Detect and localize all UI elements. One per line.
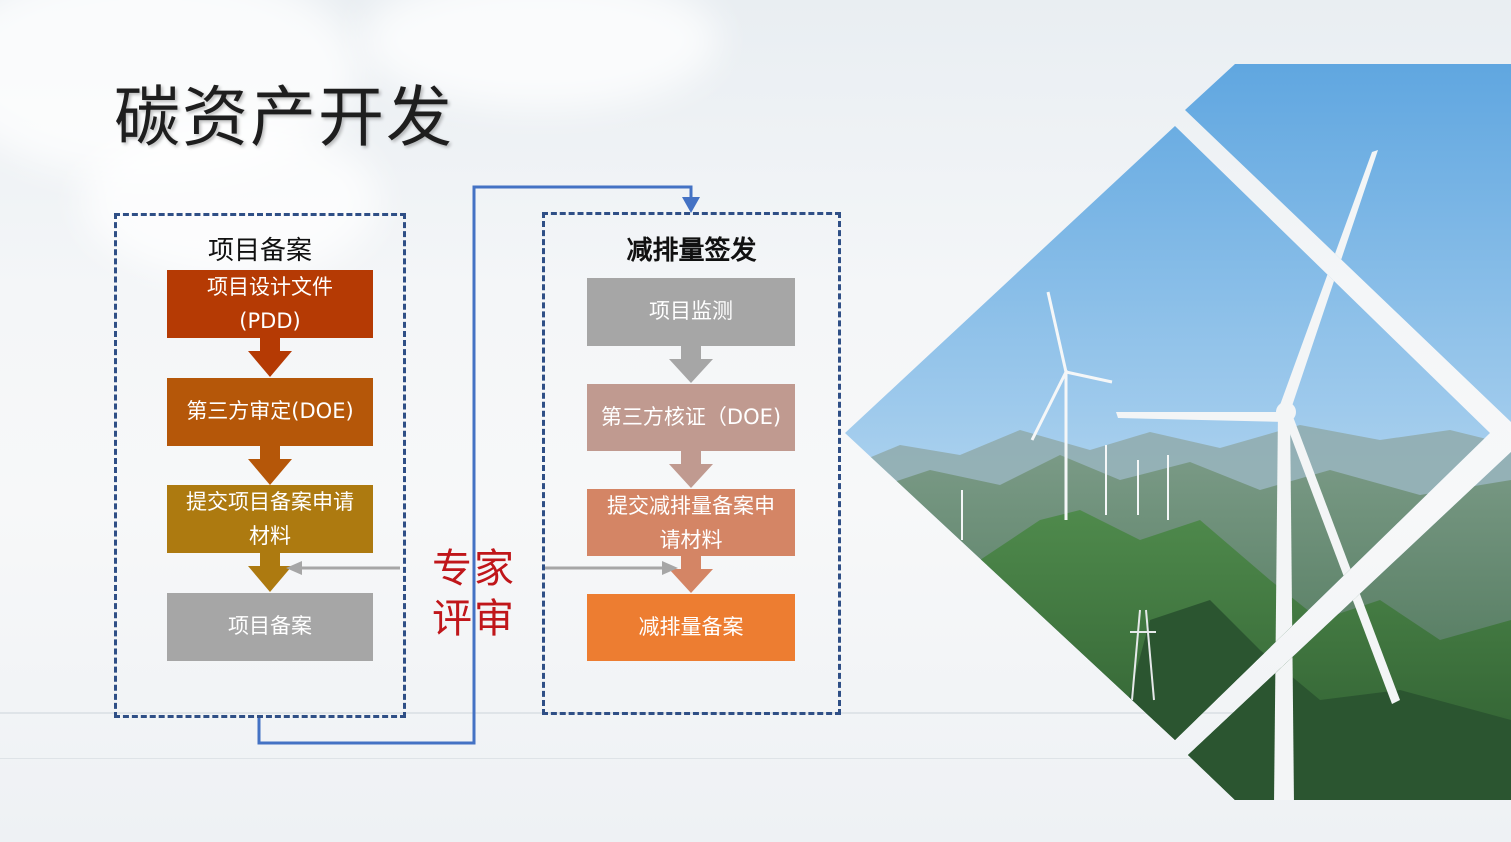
floor-line <box>0 758 1511 759</box>
step-reduction-registered-label: 减排量备案 <box>638 614 744 639</box>
step-pdd-label: 项目设计文件(PDD) <box>207 275 333 333</box>
step-monitoring-label: 项目监测 <box>649 299 733 324</box>
flow-arrow <box>669 569 713 593</box>
step-pdd: 项目设计文件(PDD) <box>167 270 373 338</box>
step-submit-reduction-label: 提交减排量备案申请材料 <box>607 493 775 552</box>
flow-arrow <box>260 338 280 352</box>
arrowhead <box>662 561 678 575</box>
flow-arrow <box>669 464 713 488</box>
step-verification: 第三方核证（DOE) <box>587 384 795 451</box>
arrowhead <box>286 561 302 575</box>
flow-arrow <box>681 451 701 465</box>
flow-arrow <box>260 446 280 460</box>
emission-reduction-issuance-panel <box>542 212 841 715</box>
cloud-decoration <box>80 120 380 280</box>
step-project-registered: 项目备案 <box>167 593 373 661</box>
flow-arrow <box>260 553 280 567</box>
flow-connector <box>257 185 693 745</box>
connector-arrowhead <box>682 197 700 213</box>
flow-arrow <box>669 359 713 383</box>
flow-arrow <box>248 351 292 377</box>
flow-arrow <box>248 459 292 485</box>
step-validation-label: 第三方审定(DOE) <box>186 399 354 424</box>
step-validation: 第三方审定(DOE) <box>167 378 373 446</box>
step-submit-reduction: 提交减排量备案申请材料 <box>587 489 795 556</box>
step-monitoring: 项目监测 <box>587 278 795 346</box>
step-submit-registration: 提交项目备案申请材料 <box>167 485 373 553</box>
step-verification-label: 第三方核证（DOE) <box>600 404 782 429</box>
project-registration-panel <box>114 213 406 718</box>
page-title: 碳资产开发 <box>114 79 454 156</box>
project-registration-heading: 项目备案 <box>207 236 312 266</box>
flow-arrow <box>248 566 292 592</box>
expert-review-label: 专家评审 <box>432 546 516 642</box>
flow-arrow <box>681 556 701 570</box>
step-reduction-registered: 减排量备案 <box>587 594 795 661</box>
emission-reduction-heading: 减排量签发 <box>626 236 757 266</box>
flow-arrow <box>681 346 701 360</box>
cloud-decoration <box>360 0 720 110</box>
step-project-registered-label: 项目备案 <box>228 614 312 639</box>
step-submit-registration-label: 提交项目备案申请材料 <box>186 490 354 548</box>
